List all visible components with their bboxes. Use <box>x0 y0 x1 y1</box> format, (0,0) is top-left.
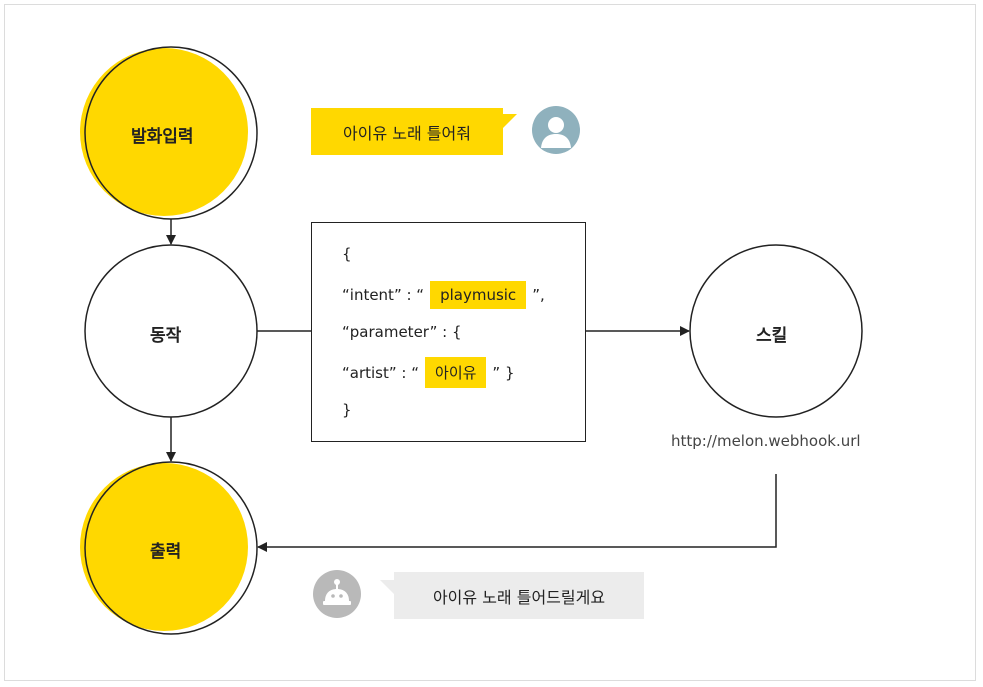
bot-bubble-tail <box>380 580 394 594</box>
artist-close: ” } <box>492 363 515 382</box>
code-artist-line: “artist” : “ 아이유 ” } <box>342 357 515 388</box>
artist-key: “artist” : “ <box>342 363 420 382</box>
code-parameter-line: “parameter” : { <box>342 323 462 341</box>
output-node-label: 출력 <box>150 542 182 562</box>
user-message-bubble: 아이유 노래 틀어줘 <box>311 108 517 155</box>
code-open-brace: { <box>342 245 352 263</box>
bot-message-text: 아이유 노래 틀어드릴게요 <box>432 587 606 607</box>
intent-close: ”, <box>532 286 545 304</box>
skill-webhook-url: http://melon.webhook.url <box>671 432 861 450</box>
skill-node-label: 스킬 <box>756 326 788 346</box>
input-node-label: 발화입력 <box>131 127 194 147</box>
artist-value-highlight: 아이유 <box>425 357 487 388</box>
intent-key: “intent” : “ <box>342 286 425 304</box>
user-bubble-tail <box>503 114 517 128</box>
user-avatar-icon <box>532 106 580 154</box>
code-intent-line: “intent” : “ playmusic ”, <box>342 281 545 309</box>
request-payload-box: { “intent” : “ playmusic ”, “parameter” … <box>311 222 586 442</box>
action-node-label: 동작 <box>150 326 182 346</box>
code-close-brace: } <box>342 401 352 419</box>
code-close-brace-text: } <box>342 401 352 419</box>
robot-avatar-icon <box>313 570 361 618</box>
intent-value-highlight: playmusic <box>430 281 527 309</box>
user-message-text: 아이유 노래 틀어줘 <box>343 123 471 143</box>
code-open-brace-text: { <box>342 245 352 263</box>
arrow-skill-to-output <box>257 474 777 552</box>
parameter-key: “parameter” : { <box>342 323 462 341</box>
skill-node-shape <box>689 244 863 418</box>
diagram-frame <box>4 4 976 681</box>
bot-message-bubble: 아이유 노래 틀어드릴게요 <box>380 572 644 619</box>
